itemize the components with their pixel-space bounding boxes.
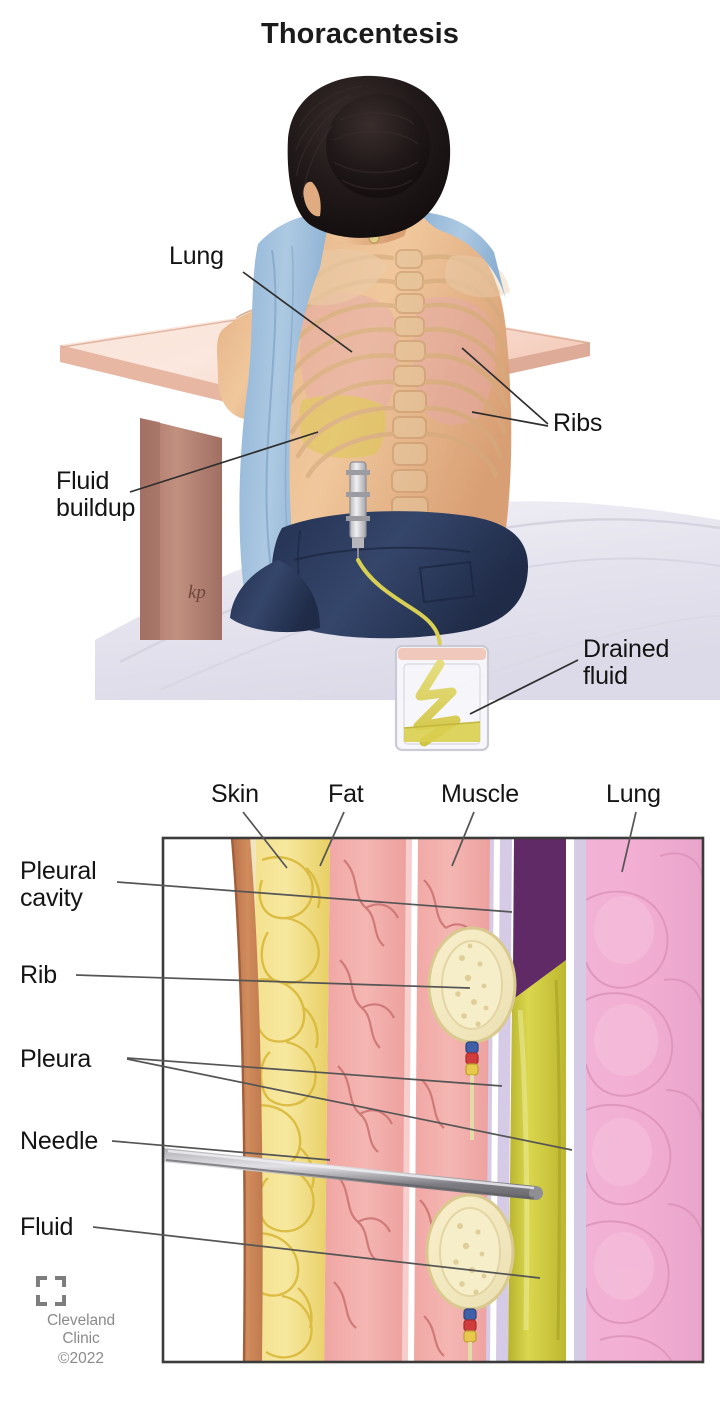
- label-fat: Fat: [328, 780, 364, 808]
- label-rib: Rib: [20, 961, 57, 989]
- label-lung-upper: Lung: [169, 242, 224, 270]
- tissue-layers: [163, 838, 703, 1362]
- drainage-bag: [394, 644, 490, 752]
- label-skin: Skin: [211, 780, 259, 808]
- label-pleura: Pleura: [20, 1045, 92, 1073]
- fat-lobules: [248, 856, 321, 1359]
- syringe: [346, 461, 370, 560]
- needle: [163, 1148, 543, 1200]
- patient-figure: [217, 75, 528, 639]
- page-title: Thoracentesis: [261, 18, 459, 50]
- ghosted-anatomy: [285, 249, 510, 521]
- cleveland-clinic-mark-icon: [36, 1276, 66, 1306]
- brand-line-1: Cleveland: [46, 1312, 116, 1329]
- label-ribs: Ribs: [553, 409, 603, 437]
- rib-upper: [427, 926, 517, 1044]
- label-needle: Needle: [20, 1127, 99, 1155]
- rib-lower: [425, 1193, 515, 1311]
- skin-layer: [232, 838, 263, 1362]
- label-lung-lower: Lung: [606, 780, 661, 808]
- label-pleural-cavity: Pleural cavity: [20, 857, 97, 912]
- drainage-tube: [356, 558, 442, 650]
- upper-leader-lines: [129, 271, 579, 715]
- label-fluid-buildup: Fluid buildup: [56, 467, 136, 522]
- cross-section-leader-lines: [75, 811, 637, 1279]
- label-fluid: Fluid: [20, 1213, 74, 1241]
- copyright-text: ©2022: [58, 1349, 104, 1367]
- cross-section-frame: [161, 836, 705, 1364]
- label-muscle: Muscle: [441, 780, 519, 808]
- brand-line-2: Clinic: [62, 1330, 100, 1348]
- artist-signature: kp: [188, 582, 206, 603]
- cleveland-clinic-logo: Cleveland Clinic ©2022: [33, 1276, 129, 1368]
- neurovascular-bundle-lower: [463, 1308, 477, 1362]
- label-drained-fluid: Drained fluid: [583, 635, 670, 690]
